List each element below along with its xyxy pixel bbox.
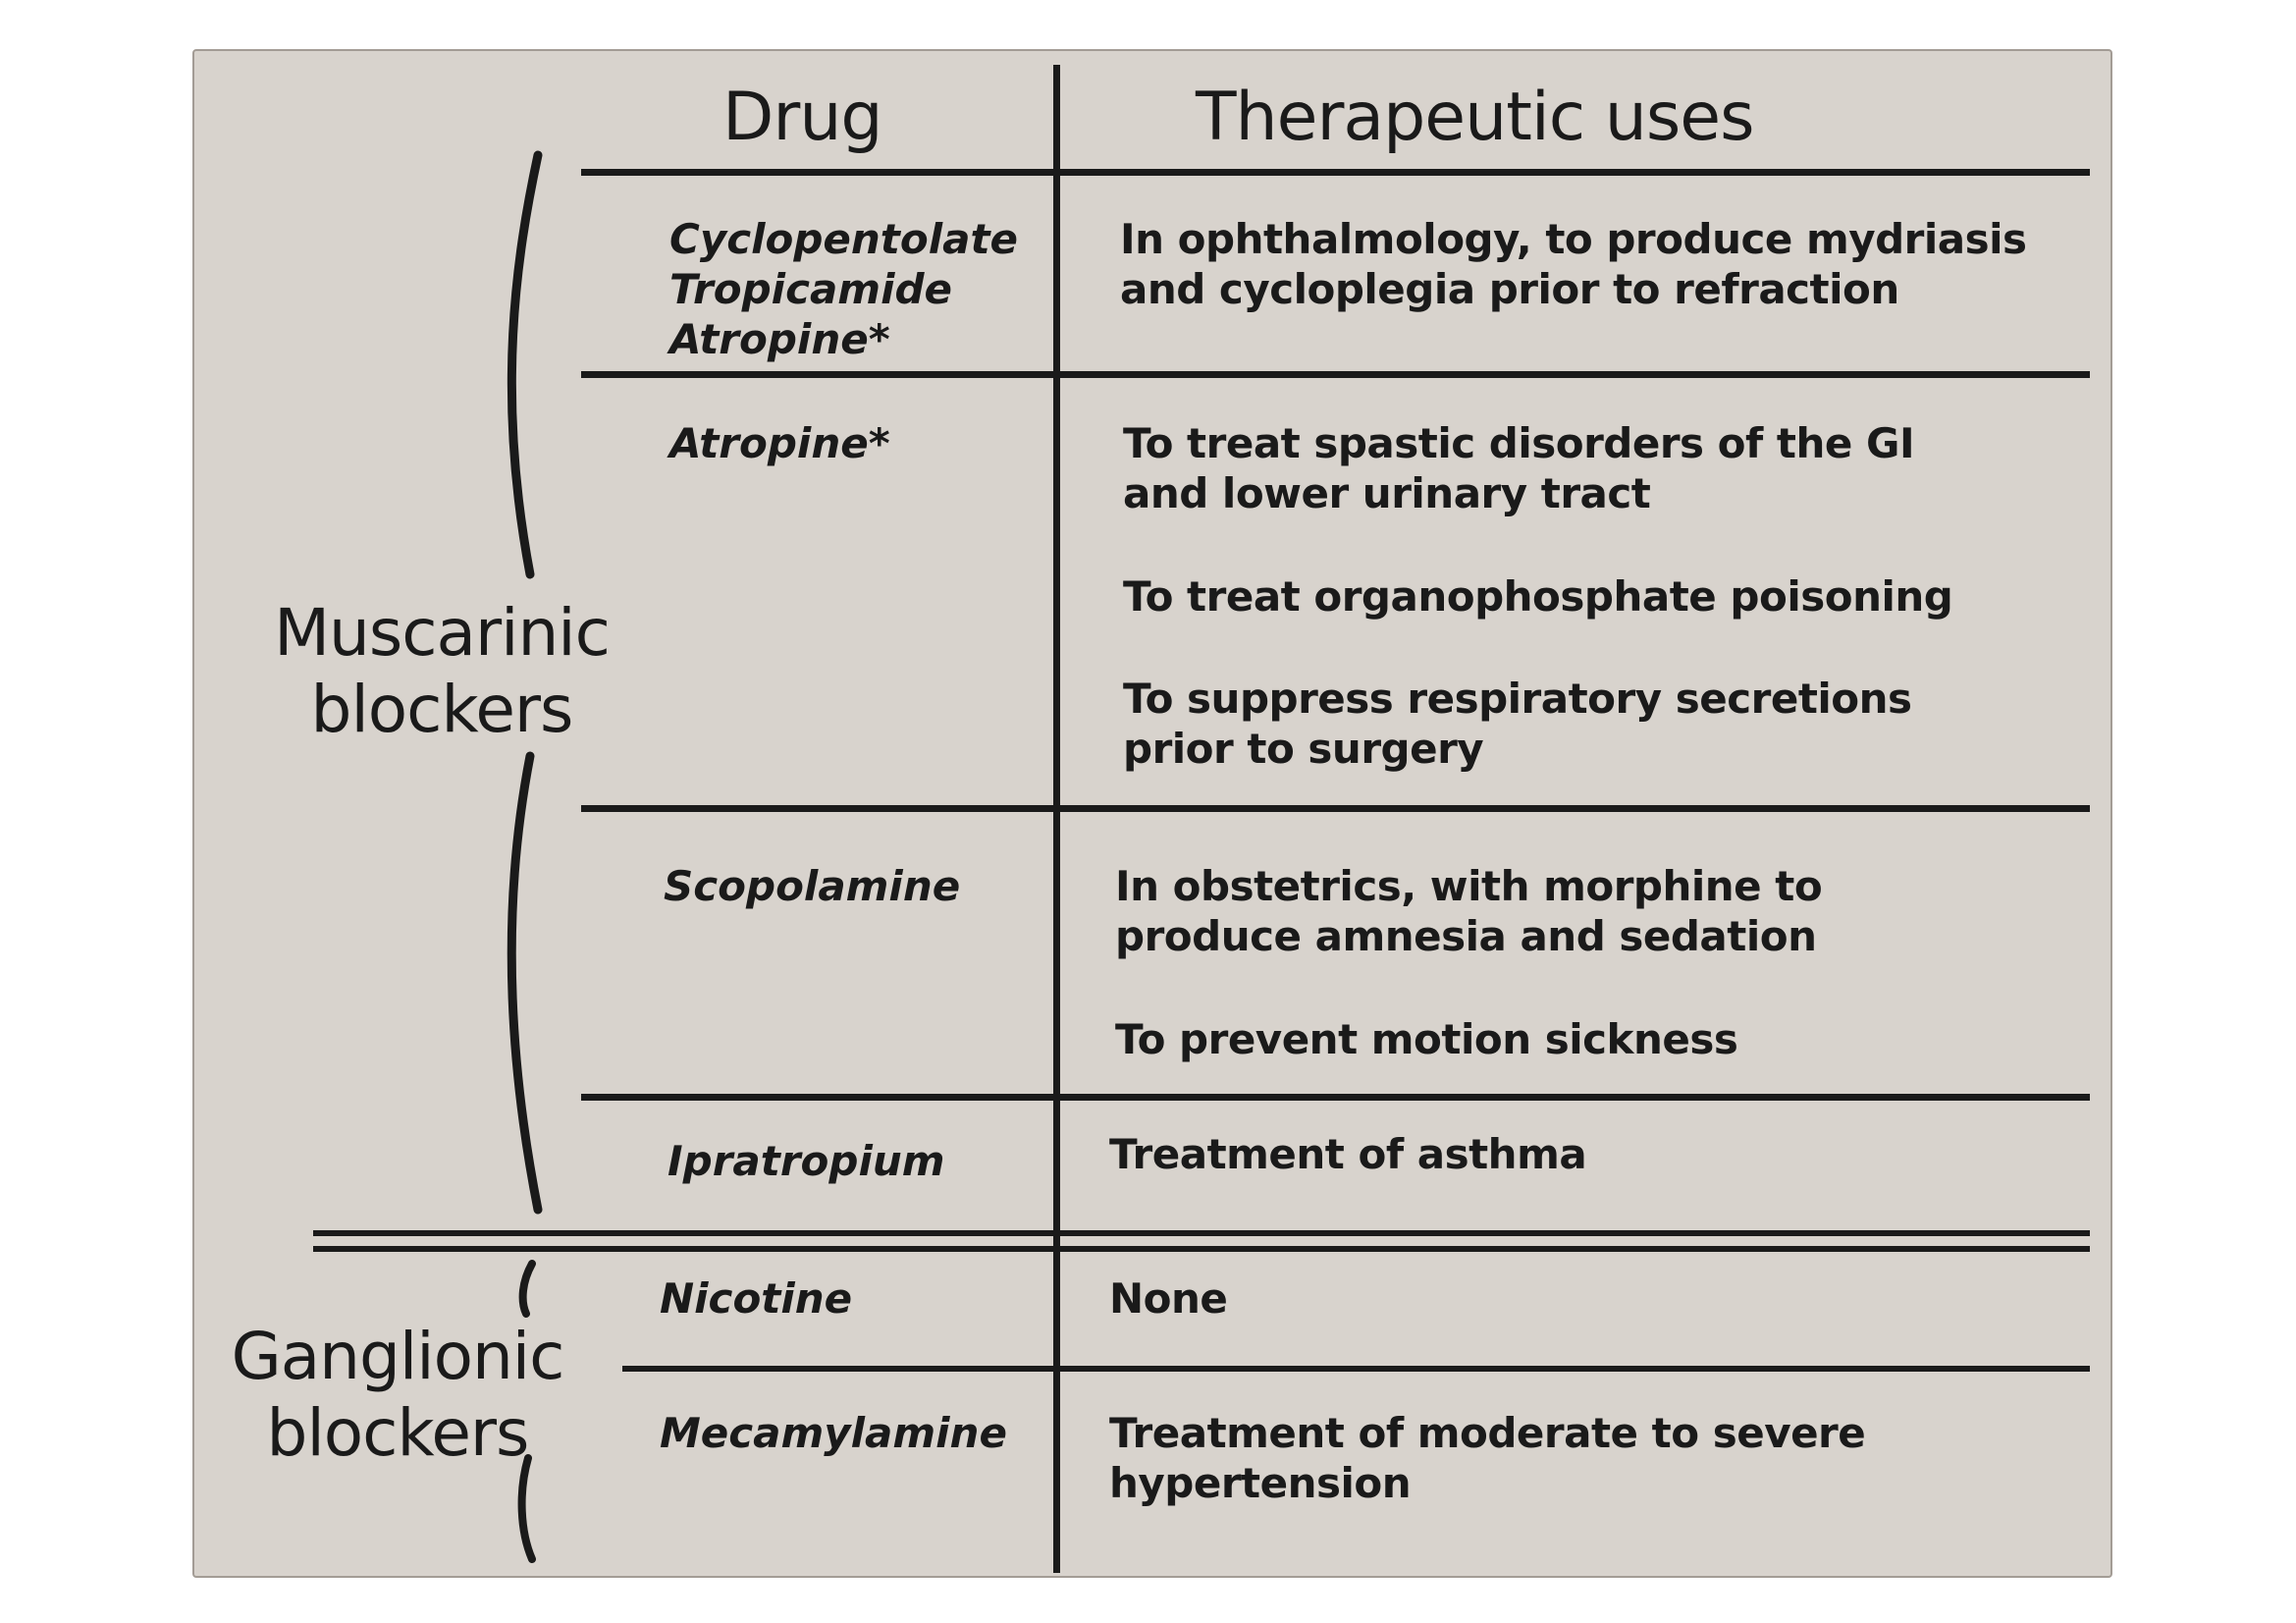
header-rule: [581, 169, 2090, 176]
drug-name: Mecamylamine: [660, 1409, 1007, 1457]
column-divider: [1053, 65, 1060, 1573]
drug-name: Atropine*: [669, 419, 890, 467]
drug-cell: Nicotine: [660, 1273, 852, 1324]
use-text: produce amnesia and sedation: [1115, 912, 1817, 960]
use-text: and lower urinary tract: [1123, 469, 1651, 517]
group-rule-top: [313, 1230, 2090, 1236]
uses-cell: To prevent motion sickness: [1115, 1014, 1738, 1064]
uses-cell: None: [1109, 1273, 1228, 1324]
uses-cell: To treat organophosphate poisoning: [1123, 571, 1953, 622]
use-text: To prevent motion sickness: [1115, 1015, 1738, 1063]
drug-name: Scopolamine: [664, 862, 961, 910]
use-text: To treat spastic disorders of the GI: [1123, 419, 1915, 467]
row-rule-1: [581, 371, 2090, 378]
use-text: In ophthalmology, to produce mydriasis: [1120, 215, 2027, 263]
uses-cell: In obstetrics, with morphine to produce …: [1115, 861, 1823, 961]
uses-cell: Treatment of moderate to severe hyperten…: [1109, 1408, 1866, 1508]
drug-name: Nicotine: [660, 1274, 853, 1323]
uses-cell: In ophthalmology, to produce mydriasis a…: [1120, 214, 2027, 314]
drug-cell: Ipratropium: [667, 1136, 945, 1186]
use-text: hypertension: [1109, 1459, 1412, 1507]
drug-name: Cyclopentolate: [669, 215, 1019, 263]
muscarinic-blockers-label: Muscarinic blockers: [245, 595, 638, 748]
use-text: Treatment of asthma: [1109, 1130, 1587, 1178]
drug-cell: Scopolamine: [664, 861, 960, 911]
group-rule-bottom: [313, 1246, 2090, 1252]
row-rule-5: [622, 1366, 2090, 1372]
group-label-line: Muscarinic: [274, 595, 611, 671]
drug-name: Atropine*: [669, 315, 890, 363]
uses-cell: Treatment of asthma: [1109, 1129, 1587, 1179]
row-rule-2: [581, 805, 2090, 812]
muscarinic-brace: [507, 150, 543, 1215]
group-label-line: blockers: [310, 672, 574, 747]
use-text: None: [1109, 1274, 1228, 1323]
use-text: and cycloplegia prior to refraction: [1120, 265, 1899, 313]
use-text: prior to surgery: [1123, 725, 1484, 773]
uses-cell: To treat spastic disorders of the GI and…: [1123, 418, 1915, 518]
use-text: Treatment of moderate to severe: [1109, 1409, 1866, 1457]
use-text: In obstetrics, with morphine to: [1115, 862, 1823, 910]
group-label-line: Ganglionic: [231, 1319, 565, 1394]
ganglionic-brace: [517, 1260, 536, 1563]
drug-cell: Mecamylamine: [660, 1408, 1007, 1458]
ganglionic-blockers-label: Ganglionic blockers: [201, 1319, 594, 1472]
uses-column-header: Therapeutic uses: [1196, 79, 1755, 156]
uses-cell: To suppress respiratory secretions prior…: [1123, 674, 1912, 774]
drug-column-header: Drug: [722, 79, 883, 156]
use-text: To suppress respiratory secretions: [1123, 675, 1912, 723]
drug-cell: Cyclopentolate Tropicamide Atropine*: [669, 214, 1018, 364]
drug-cell: Atropine*: [669, 418, 890, 468]
drug-name: Ipratropium: [667, 1137, 945, 1185]
use-text: To treat organophosphate poisoning: [1123, 572, 1953, 621]
drug-name: Tropicamide: [669, 265, 953, 313]
group-label-line: blockers: [266, 1395, 530, 1471]
row-rule-3: [581, 1094, 2090, 1101]
